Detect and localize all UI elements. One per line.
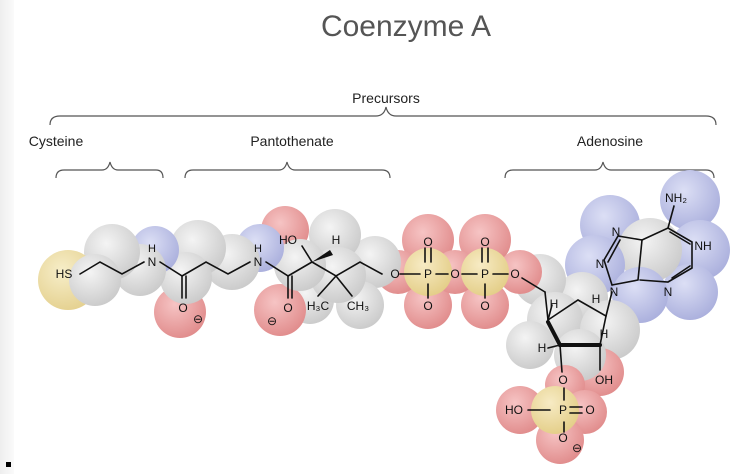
corner-mark [6,462,11,467]
atom-p2: P [481,267,489,281]
atom-o-link3: O [510,267,519,281]
adenosine-brace [504,161,715,179]
atom-nh1-h: H [148,243,156,255]
atom-n-glycosidic: N [610,285,619,299]
atom-n-left: N [596,257,605,271]
atom-h-ring2: H [592,292,601,306]
atom-p1-o-top: O [423,235,432,249]
cysteine-label: Cysteine [29,133,84,149]
diagram-title: Coenzyme A [321,10,491,43]
charge-neg2: ⊖ [267,314,277,328]
atom-o-link2: O [450,267,459,281]
atom-ho: HO [279,233,297,247]
charge-neg1: ⊖ [193,312,203,326]
atom-p3: P [559,403,567,417]
atom-o-3prime: O [558,373,567,387]
atom-labels: HS H N O ⊖ H N O ⊖ HO H H₃C CH₃ O P O O … [56,191,712,455]
atom-hs: HS [56,267,73,281]
atom-h-ring4: H [600,327,609,341]
atom-o-link1: O [390,267,399,281]
atom-p2-o-bottom: O [480,299,489,313]
precursors-brace [49,106,717,126]
charge-neg3: ⊖ [572,441,582,455]
pantothenate-label: Pantothenate [250,133,334,149]
atom-o2: O [283,301,292,315]
atom-n-top: N [612,225,621,239]
pantothenate-brace [184,161,391,179]
atom-ch3: CH₃ [347,299,369,313]
atom-p3-o-bottom: O [558,431,567,445]
atom-h-stereo: H [332,233,341,247]
atom-nh2-h: H [254,243,262,255]
atom-h3c: H₃C [307,299,330,313]
atom-ho-phosphate: HO [505,403,523,417]
atom-o1: O [178,301,187,315]
atom-oh: OH [595,373,613,387]
space-filling-spheres [38,170,730,464]
atom-p1-o-bottom: O [423,299,432,313]
atom-nh1: N [148,255,157,269]
atom-p2-o-top: O [480,235,489,249]
adenosine-label: Adenosine [577,133,643,149]
atom-h-ring1: H [550,297,559,311]
cysteine-brace [55,161,164,179]
precursors-label: Precursors [352,90,420,106]
left-edge-strip [0,0,14,474]
atom-h-ring3: H [538,341,547,355]
atom-nh2: N [254,255,263,269]
atom-p1: P [424,267,432,281]
atom-p3-o-right: O [585,403,594,417]
atom-n-bottom: N [664,285,673,299]
structural-bonds [79,205,693,433]
atom-nh2-amine: NH₂ [665,191,687,205]
atom-nh-ring: NH [694,239,711,253]
